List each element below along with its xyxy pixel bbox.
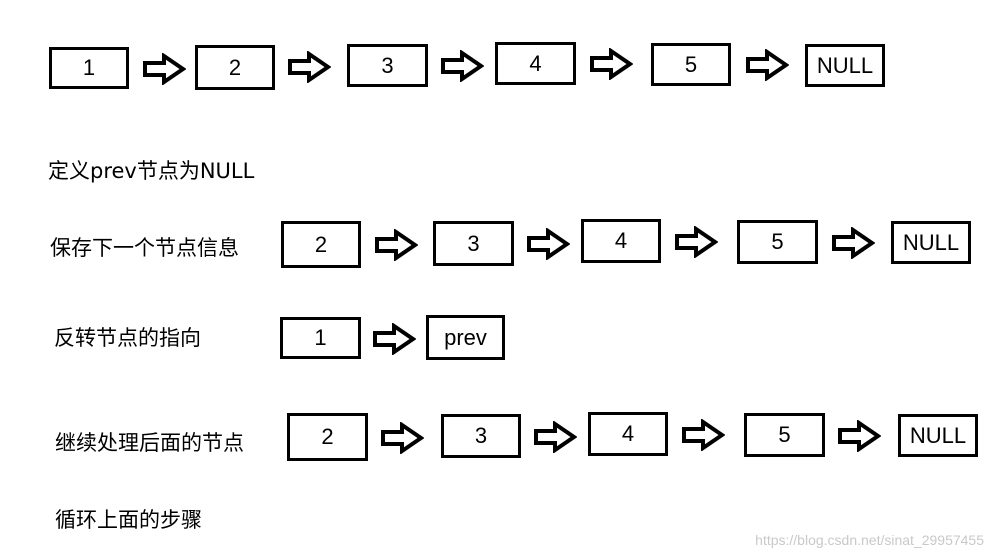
arrow-right-icon (682, 419, 725, 451)
row2-node-3: 3 (433, 221, 514, 266)
row4-node-5: 5 (744, 413, 825, 457)
arrow-right-icon (675, 226, 718, 258)
row2-node-4: 4 (581, 219, 661, 263)
arrow-right-icon (838, 420, 881, 452)
row1-node-5: 5 (651, 43, 731, 86)
row4-label: 继续处理后面的节点 (55, 431, 244, 455)
row2-label: 保存下一个节点信息 (50, 236, 239, 260)
row2-node-null: NULL (891, 221, 971, 264)
arrow-right-icon (534, 421, 577, 453)
row1-node-3: 3 (347, 44, 428, 87)
step-repeat: 循环上面的步骤 (55, 508, 202, 532)
arrow-right-icon (375, 229, 418, 261)
row3-node-prev: prev (426, 315, 505, 360)
arrow-right-icon (381, 422, 424, 454)
row1-node-null: NULL (805, 44, 885, 87)
row2-node-2: 2 (281, 221, 361, 268)
row2-node-5: 5 (737, 220, 818, 264)
step-define-prev: 定义prev节点为NULL (48, 159, 255, 183)
row1-node-2: 2 (195, 45, 275, 90)
row4-node-null: NULL (898, 414, 978, 457)
row1-node-4: 4 (495, 42, 576, 85)
row4-node-3: 3 (441, 414, 521, 458)
arrow-right-icon (590, 48, 633, 80)
watermark: https://blog.csdn.net/sinat_29957455 (755, 532, 984, 548)
arrow-right-icon (288, 51, 331, 83)
arrow-right-icon (143, 53, 186, 85)
arrow-right-icon (441, 50, 484, 82)
arrow-right-icon (373, 323, 416, 355)
row1-node-1: 1 (49, 47, 129, 89)
row4-node-4: 4 (588, 412, 668, 456)
row3-node-1: 1 (280, 317, 361, 359)
row3-label: 反转节点的指向 (54, 326, 201, 350)
row4-node-2: 2 (287, 413, 368, 461)
arrow-right-icon (746, 49, 789, 81)
arrow-right-icon (527, 228, 570, 260)
arrow-right-icon (832, 227, 875, 259)
